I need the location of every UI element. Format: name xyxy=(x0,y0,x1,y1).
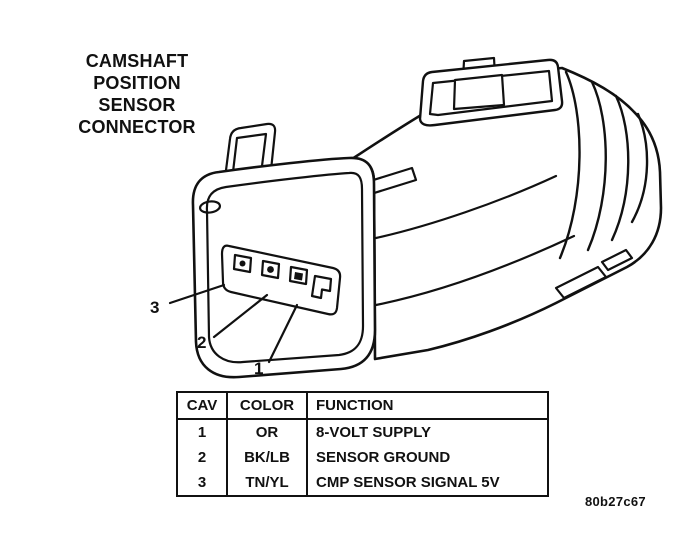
pinout-table: CAV COLOR FUNCTION 1 OR 8-VOLT SUPPLY 2 … xyxy=(176,391,549,497)
title-line: SENSOR xyxy=(98,95,176,115)
table-cell-function: 8-VOLT SUPPLY xyxy=(316,424,432,441)
table-header-function: FUNCTION xyxy=(308,393,547,420)
title-line: CAMSHAFT xyxy=(85,51,189,71)
callout-2: 2 xyxy=(197,333,206,352)
table-cell-color: OR xyxy=(228,420,308,445)
table-cell-cav: 3 xyxy=(178,470,228,495)
callout-3: 3 xyxy=(150,298,159,317)
figure-code: 80b27c67 xyxy=(585,494,646,509)
index-hole xyxy=(198,200,222,214)
leader-lines xyxy=(168,283,299,364)
table-cell-cav: 2 xyxy=(178,445,228,470)
terminal-pins xyxy=(232,253,309,286)
keying-notch xyxy=(310,274,333,300)
table-cell-function: CMP SENSOR SIGNAL 5V xyxy=(316,474,500,491)
top-latch xyxy=(418,56,564,127)
table-header-color: COLOR xyxy=(228,393,308,420)
title-line: CONNECTOR xyxy=(78,117,196,137)
table-cell-function: SENSOR GROUND xyxy=(316,449,451,466)
table-cell-color: TN/YL xyxy=(228,470,308,495)
connector-front-face xyxy=(191,156,377,379)
table-header-cav: CAV xyxy=(178,393,228,420)
callout-1: 1 xyxy=(254,359,263,378)
terminal-slot xyxy=(220,244,342,316)
table-cell-cav: 1 xyxy=(178,420,228,445)
table-cell-color: BK/LB xyxy=(228,445,308,470)
diagram-title: CAMSHAFT POSITION SENSOR CONNECTOR xyxy=(57,50,217,138)
rear-ribs xyxy=(558,70,649,260)
title-line: POSITION xyxy=(93,73,181,93)
front-latch-tab xyxy=(223,122,277,180)
